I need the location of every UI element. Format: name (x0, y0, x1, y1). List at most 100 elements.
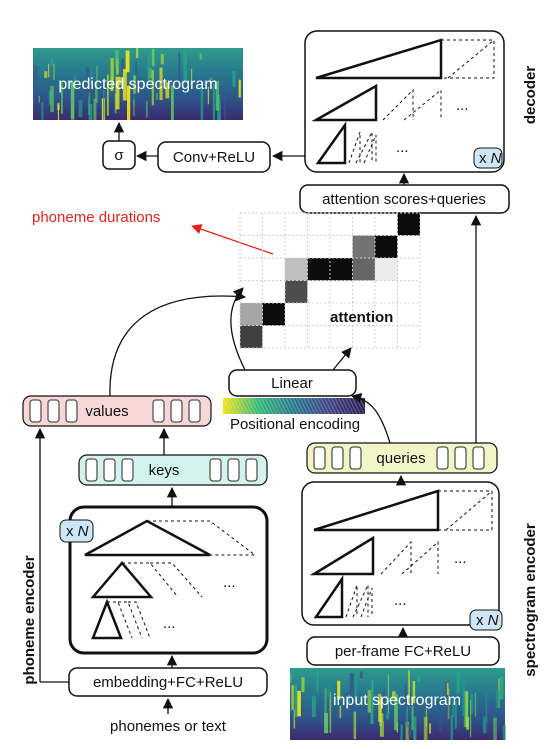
spectrogram-streak (413, 716, 417, 740)
positional-encoding-wave (324, 397, 333, 415)
token-box (103, 458, 116, 482)
spectrogram-streak (392, 691, 396, 700)
positional-encoding-strip (222, 397, 368, 415)
spectrogram-streak (456, 672, 460, 694)
linear-label: Linear (271, 375, 313, 392)
phoneme-encoder-block: ... ... x N (59, 505, 269, 655)
spectrogram-streak (121, 58, 125, 78)
decoder-ellipsis-1: ... (456, 97, 469, 114)
attention-cell (285, 258, 308, 281)
positional-encoding-wave (247, 397, 256, 415)
positional-encoding-wave (268, 397, 277, 415)
spectrogram-streak (316, 669, 319, 693)
attention-matrix (239, 212, 421, 349)
spectrogram-streak (106, 74, 109, 116)
spectrogram-streak (470, 694, 473, 714)
spectrogram-streak (450, 715, 454, 740)
spectrogram-encoder-side-label: spectrogram encoder (522, 523, 539, 677)
predicted-spectrogram: predicted spectrogram (33, 48, 243, 120)
spectrogram-streak (94, 81, 97, 102)
spectrogram-streak (207, 86, 209, 105)
token-box (152, 399, 165, 423)
arrow-linear-to-attention-left (230, 287, 246, 371)
spectrogram-streak (329, 692, 332, 733)
attention-cell (240, 325, 263, 348)
spectrogram-streak (311, 696, 316, 718)
phoneme-encoder-triangles (84, 519, 257, 640)
spectrogram-streak (61, 82, 63, 114)
positional-encoding-wave (292, 397, 302, 415)
spectrogram-streak (133, 75, 136, 94)
decoder-block: ... ... x N (304, 30, 505, 173)
attention-cell (352, 235, 375, 258)
spectrogram-streak (462, 675, 465, 716)
phoneme-encoder-xn-label: x N (66, 523, 89, 540)
spectrogram-streak (125, 50, 130, 73)
keys-token-group (85, 458, 258, 482)
token-box (47, 399, 60, 423)
spectrogram-streak (104, 104, 106, 120)
spectrogram-streak (127, 85, 131, 120)
spectrogram-streak (215, 80, 219, 111)
spectrogram-streak (408, 724, 412, 738)
token-box (313, 446, 326, 470)
attention-label: attention (330, 309, 393, 326)
token-box (65, 399, 78, 423)
spectrogram-streak (35, 65, 38, 81)
spectrogram-streak (394, 694, 398, 731)
token-box (331, 446, 344, 470)
spectrogram-streak (411, 706, 414, 731)
values-token-group (29, 399, 201, 423)
decoder-xn-label: x N (479, 150, 502, 167)
spectrogram-streak (170, 85, 174, 120)
conv-relu-label: Conv+ReLU (173, 149, 255, 166)
spectrogram-streak (451, 701, 455, 717)
spectrogram-streak (353, 711, 357, 739)
spectrogram-streak (53, 64, 55, 81)
spectrogram-streak (454, 701, 457, 729)
positional-encoding-wave (310, 397, 319, 415)
embedding-fc-relu-label: embedding+FC+ReLU (93, 674, 243, 691)
queries-label: queries (376, 450, 425, 467)
spectrogram-streak (224, 95, 226, 120)
spectrogram-streak (324, 713, 329, 734)
arrow-linear-to-attention-right (332, 347, 352, 371)
attention-cell (240, 303, 263, 326)
spectrogram-streak (354, 671, 357, 697)
spectrogram-streak (44, 71, 48, 78)
phoneme-encoder-side-label: phoneme encoder (21, 555, 38, 684)
phoneme-encoder-xn-badge (59, 519, 94, 543)
token-box (121, 458, 134, 482)
spectrogram-streak (57, 102, 60, 111)
spectrogram-streak (103, 90, 105, 120)
spectrogram-streak (219, 100, 221, 120)
predicted-spectrogram-texture (33, 48, 241, 120)
positional-encoding-wave (282, 397, 291, 415)
spectrogram-streak (382, 688, 386, 722)
spectrogram-encoder-ellipsis-2: ... (394, 592, 407, 609)
positional-encoding-wave (317, 397, 326, 415)
input-spectrogram-label: input spectrogram (333, 692, 461, 709)
spectrogram-streak (96, 65, 98, 103)
phonemes-or-text-label: phonemes or text (110, 718, 227, 735)
spectrogram-streak (85, 67, 90, 97)
spectrogram-streak (385, 712, 390, 720)
spectrogram-streak (238, 79, 241, 98)
spectrogram-streak (400, 724, 403, 740)
spectrogram-streak (346, 694, 351, 705)
spectrogram-streak (160, 53, 164, 65)
spectrogram-streak (412, 681, 416, 704)
spectrogram-streak (349, 672, 354, 709)
positional-encoding-wave (250, 397, 260, 415)
spectrogram-streak (466, 716, 470, 730)
positional-encoding-wave (348, 397, 358, 415)
token-box (436, 446, 449, 470)
positional-encoding-wave (320, 397, 330, 415)
spectrogram-streak (423, 716, 428, 740)
spectrogram-streak (178, 52, 181, 85)
sigma-label: σ (114, 147, 124, 164)
spectrogram-streak (404, 683, 407, 709)
positional-encoding-wave (257, 397, 267, 415)
attention-grid (239, 212, 421, 349)
